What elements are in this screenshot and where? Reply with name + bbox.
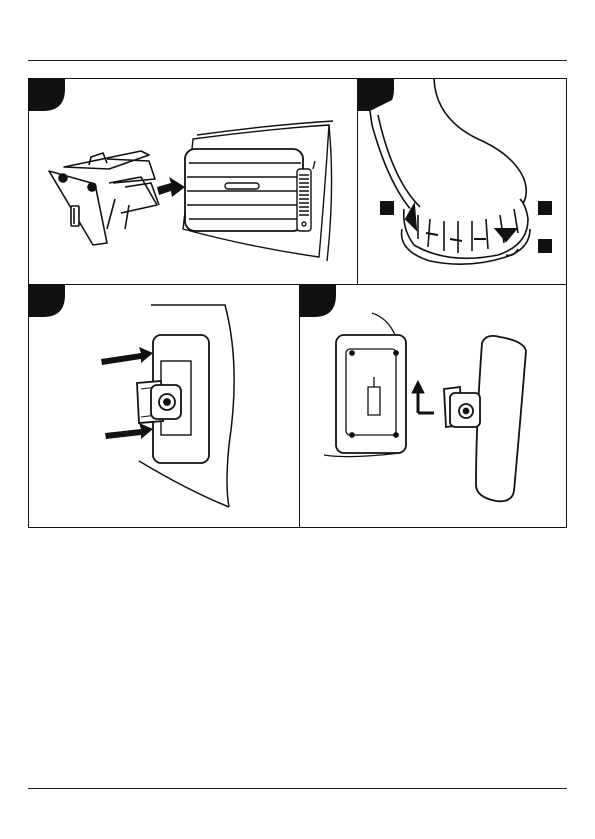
panel-step-2 [357,78,567,285]
panel-step-3 [28,284,300,528]
step-tab [29,285,65,317]
vent-clip-illustration [29,79,358,285]
marker-square [538,201,552,215]
arrow-right-icon [101,347,153,365]
air-vent-icon [183,121,333,261]
marker-square [538,239,552,253]
footer-rule [28,788,567,789]
arrow-up-icon [412,381,434,413]
suction-cup-illustration [358,79,567,285]
arrow-right-icon [157,177,185,197]
marker-square [380,201,394,215]
step-tab [300,285,336,317]
adhesive-plate-illustration [29,285,300,528]
vent-clip-icon [49,151,159,245]
holder-slide-illustration [300,285,567,528]
phone-holder-icon [444,336,526,501]
arrow-right-icon [105,423,153,439]
panel-step-1 [28,78,358,285]
header-rule [28,60,567,61]
adhesive-plate-icon [336,335,406,453]
step-tab [29,79,65,111]
panel-step-4 [299,284,567,528]
